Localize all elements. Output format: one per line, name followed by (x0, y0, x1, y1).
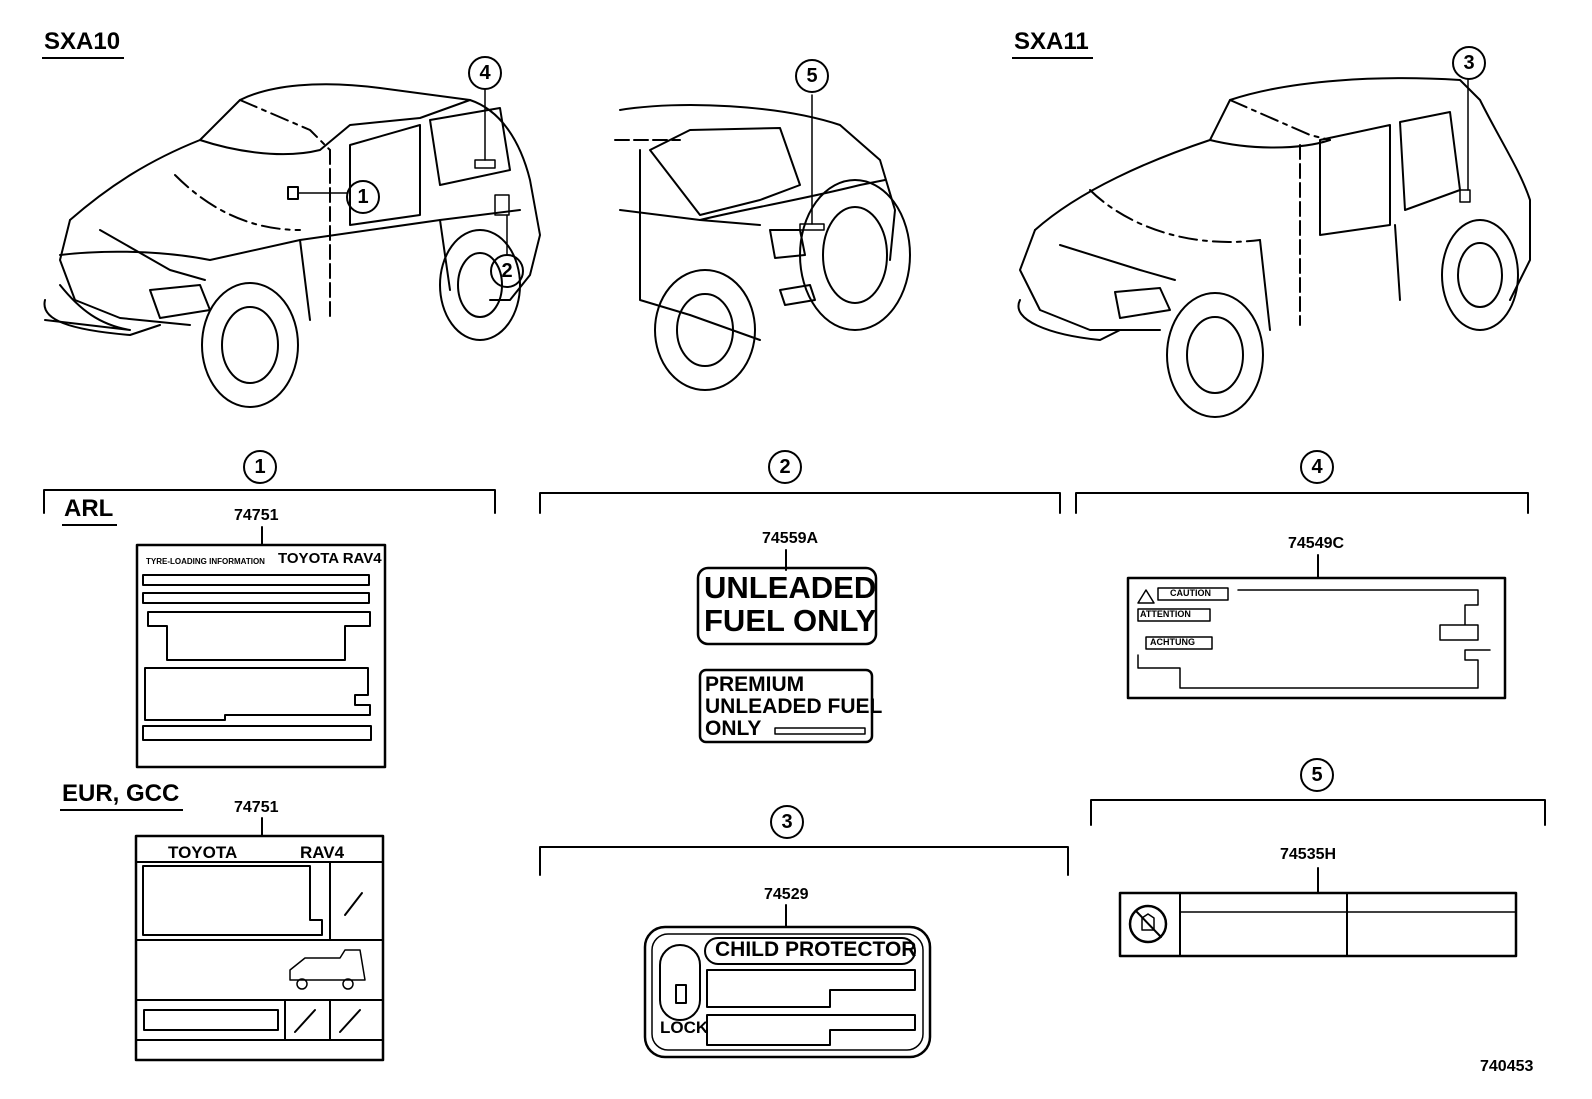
bracket-section-5 (1090, 799, 1546, 826)
car-sxa11-front-illustration (1017, 77, 1531, 418)
part-number-74751-eur: 74751 (234, 799, 279, 816)
label-74535h (1118, 867, 1518, 958)
label-74549c (1126, 554, 1507, 700)
section-2-number: 2 (768, 450, 802, 484)
decal-premium-line3: ONLY (705, 717, 762, 740)
callout-4-car: 4 (468, 56, 502, 90)
eur-label-brand: TOYOTA (168, 843, 238, 862)
car-sxa10-front-illustration (43, 83, 541, 408)
decal-unleaded-line1: UNLEADED (704, 570, 877, 605)
part-number-74529: 74529 (764, 886, 809, 903)
bracket-section-1 (43, 489, 496, 514)
model-label-sxa10: SXA10 (42, 28, 125, 59)
tag-attention: ATTENTION (1140, 609, 1191, 619)
decal-premium-line1: PREMIUM (705, 673, 805, 696)
label-74751-arl (135, 526, 387, 769)
bracket-section-4 (1075, 492, 1529, 514)
decal-premium-line2: UNLEADED FUEL (705, 695, 883, 718)
car-rear-illustration (614, 94, 911, 391)
part-number-74559a: 74559A (762, 530, 819, 547)
part-number-74751-arl: 74751 (234, 507, 279, 524)
callout-3-car: 3 (1452, 46, 1486, 80)
arl-label-heading-left: TYRE-LOADING INFORMATION (146, 557, 265, 566)
part-number-74535h: 74535H (1280, 846, 1337, 863)
section-5-number: 5 (1300, 758, 1334, 792)
callout-5-car: 5 (795, 59, 829, 93)
section-1-number: 1 (243, 450, 277, 484)
figure-id: 740453 (1480, 1058, 1534, 1075)
label-74529 (643, 904, 932, 1059)
part-number-74549c: 74549C (1288, 535, 1345, 552)
region-label-eur-gcc: EUR, GCC (60, 780, 184, 811)
bracket-section-2 (539, 492, 1061, 514)
tag-caution: CAUTION (1170, 588, 1211, 598)
label-74751-eur-gcc (134, 817, 385, 1062)
bracket-section-3 (539, 846, 1069, 876)
region-label-arl: ARL (62, 495, 118, 526)
child-protector-title: CHILD PROTECTOR (715, 938, 917, 961)
section-4-number: 4 (1300, 450, 1334, 484)
tag-achtung: ACHTUNG (1150, 637, 1195, 647)
callout-1-car: 1 (346, 180, 380, 214)
callout-2-car: 2 (490, 254, 524, 288)
section-3-number: 3 (770, 805, 804, 839)
decal-unleaded-line2: FUEL ONLY (704, 603, 877, 638)
eur-label-model: RAV4 (300, 843, 345, 862)
decal-74559a (696, 549, 878, 744)
model-label-sxa11: SXA11 (1012, 28, 1093, 59)
lock-label: LOCK (660, 1018, 709, 1037)
arl-label-heading-right: TOYOTA RAV4 (278, 550, 382, 567)
